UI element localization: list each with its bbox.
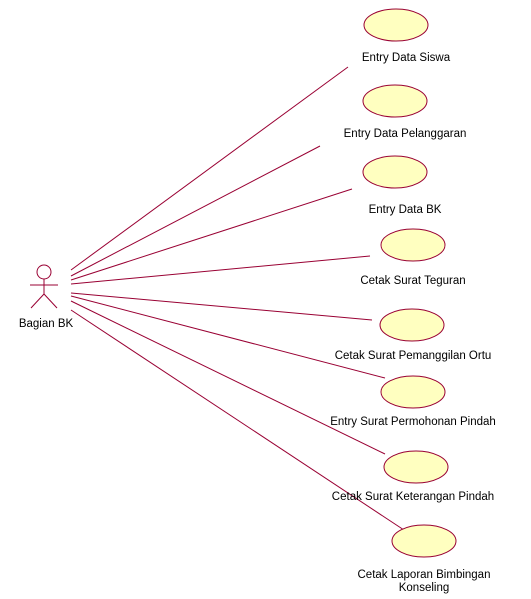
use-case-ellipse (380, 375, 446, 409)
use-case[interactable]: Entry Surat Permohonan Pindah (330, 375, 496, 428)
association-line (70, 188, 353, 281)
use-case[interactable]: Cetak Surat Teguran (360, 228, 466, 287)
use-case-label-line: Entry Data Pelanggaran (344, 128, 467, 140)
use-case-label-line: Cetak Surat Teguran (360, 275, 465, 287)
use-case[interactable]: Entry Data BK (362, 155, 442, 216)
use-case[interactable]: Cetak Surat Pemanggilan Ortu (335, 308, 492, 362)
actor-bagian-bk[interactable]: Bagian BK (19, 264, 74, 330)
use-case-ellipse (383, 450, 449, 484)
use-case-label-line: Cetak Surat Keterangan Pindah (332, 491, 494, 503)
use-case-label: Cetak Surat Keterangan Pindah (332, 491, 494, 503)
association-line (70, 292, 373, 321)
actor-left-leg (30, 293, 45, 309)
use-case-ellipse (363, 8, 429, 42)
use-case-ellipse (391, 524, 457, 558)
use-case-label: Cetak Surat Pemanggilan Ortu (335, 350, 492, 362)
use-case-label: Entry Surat Permohonan Pindah (330, 416, 496, 428)
use-case-ellipse (362, 84, 428, 118)
use-case-ellipse (380, 228, 446, 262)
actor-right-leg (43, 293, 58, 309)
use-case[interactable]: Cetak Surat Keterangan Pindah (332, 450, 494, 503)
use-case[interactable]: Entry Data Pelanggaran (344, 84, 467, 140)
use-case-label-line: Cetak Laporan Bimbingan (358, 569, 491, 581)
use-case-label: Cetak Surat Teguran (360, 275, 465, 287)
association-line (70, 145, 321, 277)
use-case-label-line: Konseling (399, 582, 450, 594)
use-case-label: Entry Data BK (369, 204, 442, 216)
use-case-label-line: Cetak Surat Pemanggilan Ortu (335, 350, 492, 362)
association-line (70, 295, 386, 379)
use-case-label-line: Entry Data Siswa (362, 52, 451, 64)
association-line (70, 309, 405, 531)
use-case-label: Entry Data Pelanggaran (344, 128, 467, 140)
association-line (70, 255, 371, 285)
association-line (70, 66, 349, 271)
use-case-ellipse (362, 155, 428, 189)
actor-head (36, 264, 52, 280)
use-case-label-line: Entry Data BK (369, 204, 442, 216)
use-case[interactable]: Entry Data Siswa (362, 8, 451, 64)
use-case-label: Entry Data Siswa (362, 52, 451, 64)
use-case-label-line: Entry Surat Permohonan Pindah (330, 416, 496, 428)
associations (70, 66, 405, 531)
actor-label: Bagian BK (19, 318, 74, 330)
association-line (70, 300, 386, 455)
use-case-ellipse (379, 308, 445, 342)
